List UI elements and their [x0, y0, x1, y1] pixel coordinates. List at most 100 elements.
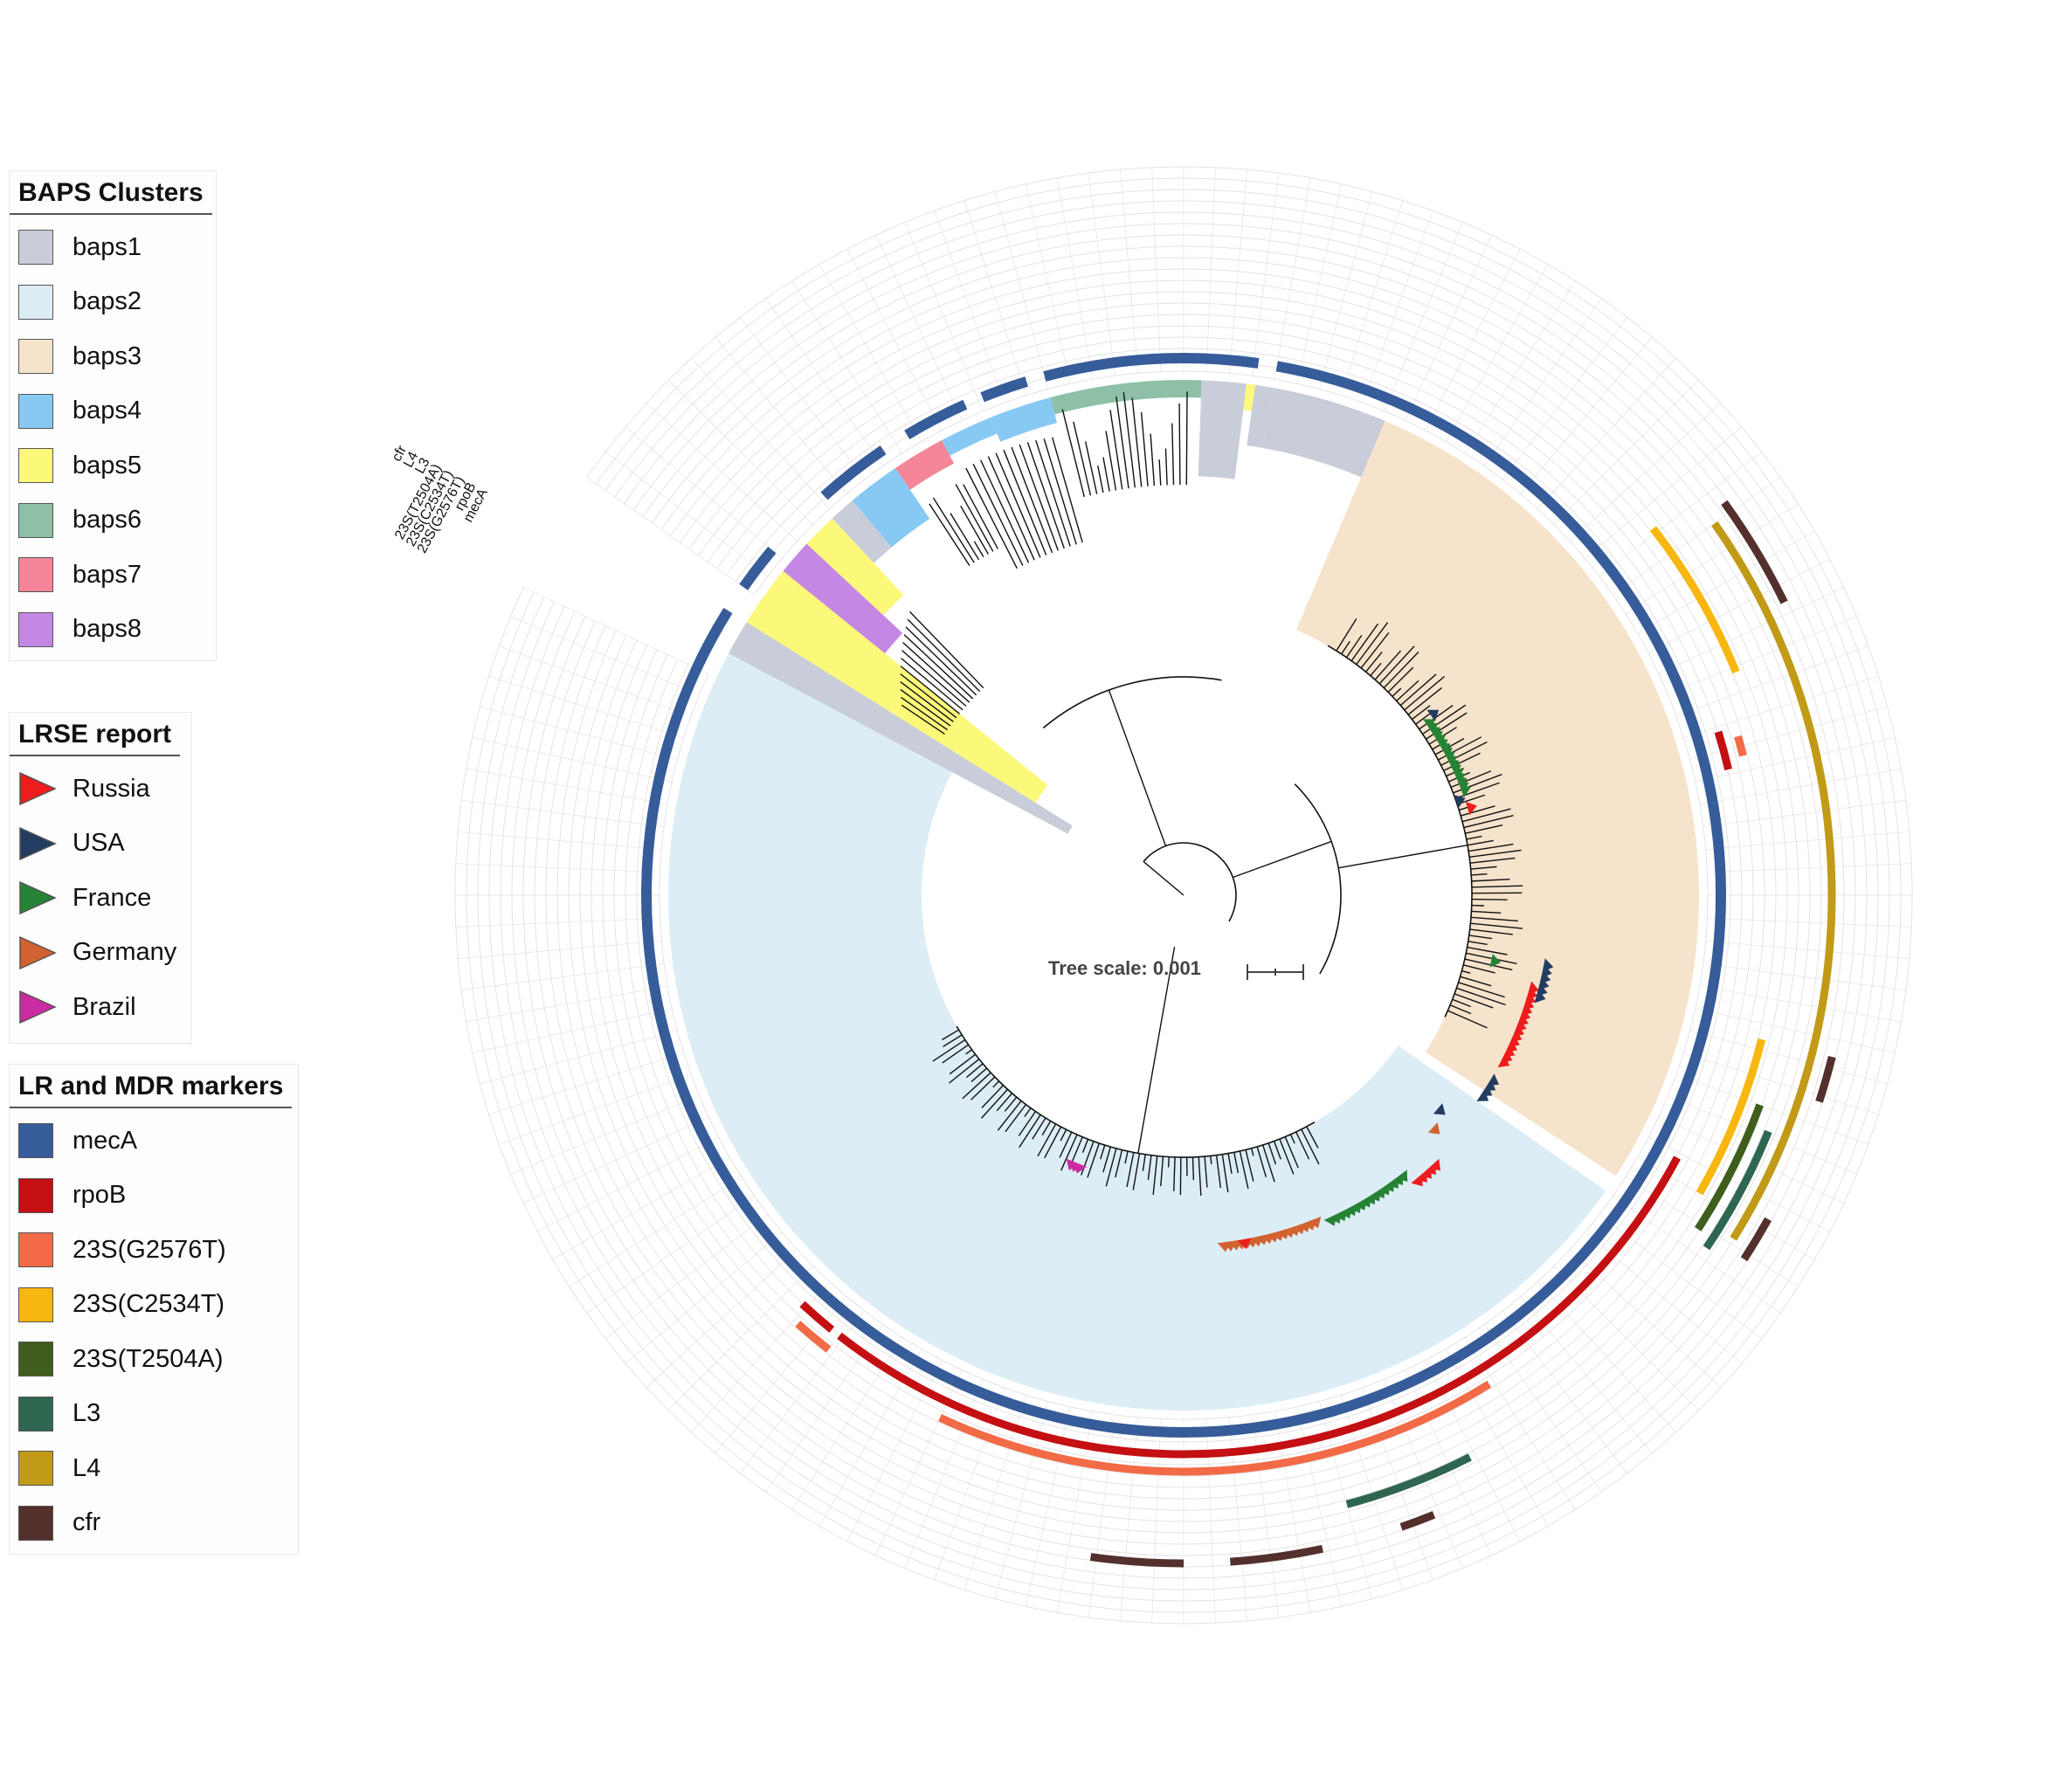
baps3-tip [1461, 969, 1471, 974]
grid-spoke [522, 586, 709, 674]
marker-arc-meca [980, 376, 1028, 403]
baps2-tip [1273, 1141, 1281, 1160]
sector-baps6 [1050, 380, 1202, 415]
grid-spoke [465, 985, 668, 1023]
grid-spoke [1699, 985, 1903, 1023]
baps2-tip [1152, 1156, 1158, 1196]
baps4-swatch [18, 393, 53, 429]
marker-arc-meca [692, 624, 723, 671]
baps3-tip [1471, 910, 1502, 914]
germany-tip-triangle [1427, 1122, 1440, 1135]
baps2-tip [1060, 1128, 1067, 1142]
grid-spoke [471, 1008, 673, 1054]
grid-spoke [764, 297, 884, 466]
baps3-tip [1396, 680, 1419, 701]
baps2-tip [1147, 1155, 1152, 1180]
baps4-tip [1019, 444, 1060, 551]
tree-branches [900, 391, 1523, 1196]
baps3-tip [1450, 770, 1492, 789]
l3-swatch [18, 1396, 53, 1432]
baps2-tip [1087, 1142, 1100, 1178]
baps6-swatch [18, 502, 53, 538]
marker-arc-23sg2576t [1734, 735, 1747, 757]
baps3-tip [1468, 941, 1488, 945]
baps3-tip [1378, 645, 1415, 685]
legend-item-baps7: baps7 [10, 548, 216, 603]
baps2-tip [943, 1034, 963, 1048]
legend-item-germany: Germany [10, 926, 191, 981]
internal-branch [1338, 845, 1468, 869]
c2534t-swatch [18, 1287, 53, 1322]
baps-cluster-sectors [667, 380, 1700, 1411]
marker-arc-meca [904, 399, 968, 439]
grid-spoke [1648, 1136, 1831, 1232]
baps2-tip [932, 1038, 966, 1062]
baps2-tip [1227, 1153, 1233, 1174]
baps6-tip [1084, 441, 1098, 494]
grid-spoke [1702, 799, 1907, 828]
marker-arc-meca [739, 546, 777, 590]
baps5-tip [900, 688, 951, 727]
baps2-tip [1233, 1152, 1240, 1174]
brazil-tip-triangle [1066, 1158, 1080, 1170]
baps2-tip [1245, 1149, 1254, 1182]
baps7-tip [955, 484, 994, 552]
marker-arc-23sg2576t [938, 1380, 1492, 1476]
legend-item-baps3: baps3 [10, 329, 216, 384]
grid-spoke [1585, 426, 1743, 559]
baps3-tip [1468, 843, 1514, 852]
grid-spoke [1228, 169, 1248, 374]
baps6-tip [1140, 411, 1149, 486]
baps2-tip [1024, 1107, 1032, 1117]
baps7-tip [929, 503, 970, 566]
baps2-tip [1221, 1154, 1229, 1193]
baps6-tip [1061, 409, 1085, 498]
grid-spoke [479, 1030, 678, 1085]
baps2-tip [1279, 1138, 1295, 1175]
grid-spoke [1088, 172, 1116, 376]
baps5-swatch [18, 448, 53, 484]
grid-spoke [1613, 1195, 1782, 1314]
baps6-tip [1150, 433, 1156, 486]
grid-spoke [667, 379, 813, 525]
france-tip-triangle [1323, 1214, 1337, 1226]
baps2-tip [970, 1076, 996, 1100]
usa-tip-triangle [1534, 990, 1546, 1004]
grid-spoke [487, 675, 684, 738]
baps3-tip [1466, 835, 1482, 840]
germany-tip-triangle [1271, 1229, 1285, 1241]
russia-tip-triangle [1465, 801, 1477, 816]
sector-baps7 [895, 440, 955, 490]
grid-spoke [1384, 221, 1463, 411]
baps3-tip [1370, 662, 1382, 677]
legend-item-l3: L3 [10, 1387, 298, 1442]
legend-item-russia: Russia [10, 762, 191, 817]
marker-arc-cfr [1815, 1055, 1836, 1103]
marker-arc-rpob [1714, 730, 1732, 771]
legend-item-usa: USA [10, 817, 191, 872]
grid-spoke [1425, 248, 1521, 431]
grid-spoke [585, 476, 755, 596]
baps4-tip [1003, 449, 1047, 555]
baps2-tip [1239, 1150, 1249, 1190]
baps3-tip [1458, 982, 1505, 998]
grid-spoke [1405, 234, 1493, 421]
grid-spoke [1702, 962, 1907, 991]
baps2-tip [1295, 1131, 1310, 1160]
baps3-tip [1422, 704, 1467, 735]
baps5-tip [907, 618, 981, 693]
legend-item-meca: mecA [10, 1114, 298, 1169]
baps3-tip [1440, 741, 1488, 766]
grid-spoke [479, 706, 678, 761]
baps2-tip [1210, 1156, 1212, 1164]
grid-spoke [818, 263, 922, 442]
grid-spoke [1537, 357, 1677, 509]
russia-tip-triangle [1497, 1054, 1510, 1068]
sector-baps1 [729, 622, 1073, 834]
g2576t-swatch [18, 1232, 53, 1268]
usa-triangle-icon [19, 826, 57, 860]
marker-arc-cfr [1721, 500, 1788, 604]
baps3-tip [1412, 705, 1431, 721]
grid-spoke [874, 234, 963, 421]
